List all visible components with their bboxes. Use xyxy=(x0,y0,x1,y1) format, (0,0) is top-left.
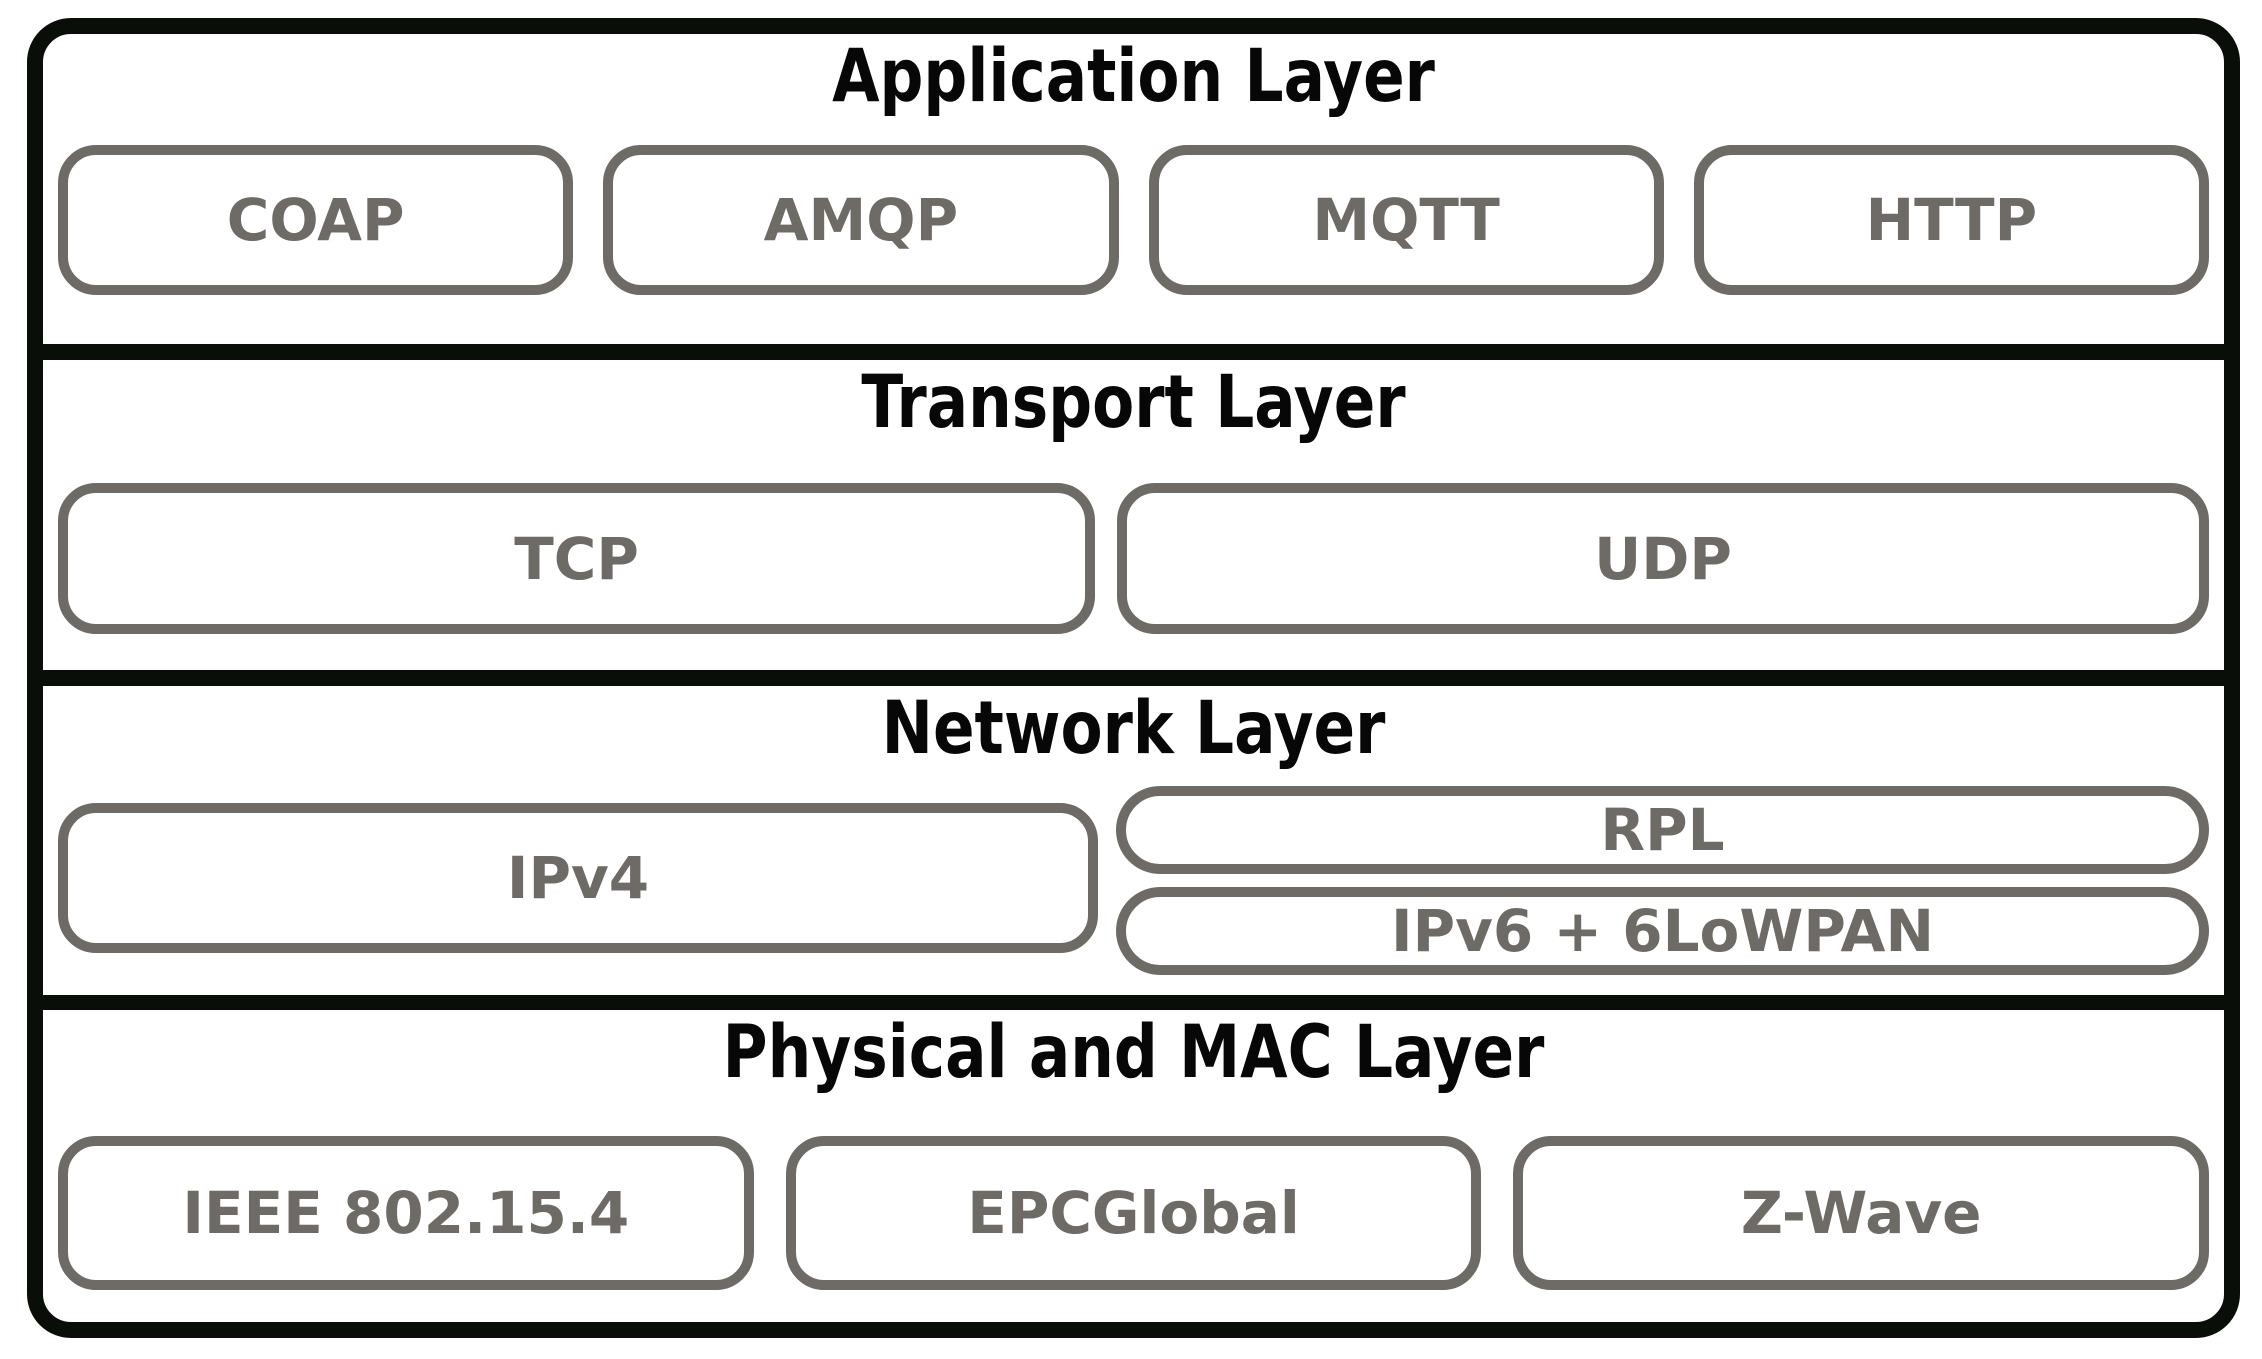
layer-band-network: Network Layer IPv4 RPL IPv6 + 6LoWPAN xyxy=(43,686,2224,995)
physical-protocol-row: IEEE 802.15.4 EPCGlobal Z-Wave xyxy=(58,1136,2210,1290)
protocol-label-amqp: AMQP xyxy=(763,186,959,254)
protocol-label-z-wave: Z-Wave xyxy=(1740,1179,1982,1247)
layer-band-application: Application Layer COAP AMQP MQTT HTTP xyxy=(43,34,2224,344)
protocol-box-z-wave: Z-Wave xyxy=(1513,1136,2210,1290)
layer-title-physical: Physical and MAC Layer xyxy=(722,1010,1545,1095)
layer-title-transport: Transport Layer xyxy=(861,360,1406,445)
protocol-box-rpl: RPL xyxy=(1116,786,2209,874)
protocol-label-ieee-802-15-4: IEEE 802.15.4 xyxy=(182,1179,630,1247)
protocol-box-tcp: TCP xyxy=(58,483,1096,634)
protocol-label-http: HTTP xyxy=(1865,186,2038,254)
protocol-box-epcglobal: EPCGlobal xyxy=(785,1136,1482,1290)
protocol-box-ipv4: IPv4 xyxy=(58,802,1098,953)
protocol-box-amqp: AMQP xyxy=(603,145,1119,295)
network-protocol-row: IPv4 RPL IPv6 + 6LoWPAN xyxy=(58,786,2209,975)
protocol-box-mqtt: MQTT xyxy=(1148,145,1664,295)
protocol-label-tcp: TCP xyxy=(514,524,639,593)
protocol-label-mqtt: MQTT xyxy=(1312,186,1500,254)
protocol-label-ipv4: IPv4 xyxy=(506,843,650,912)
protocol-box-ipv6-6lowpan: IPv6 + 6LoWPAN xyxy=(1116,887,2209,975)
protocol-label-epcglobal: EPCGlobal xyxy=(967,1179,1300,1247)
layer-divider-1 xyxy=(43,344,2224,360)
protocol-label-ipv6-6lowpan: IPv6 + 6LoWPAN xyxy=(1391,897,1934,965)
layer-title-network: Network Layer xyxy=(881,686,1386,771)
layer-title-application: Application Layer xyxy=(832,34,1435,119)
layer-band-transport: Transport Layer TCP UDP xyxy=(43,360,2224,670)
stack-frame: Application Layer COAP AMQP MQTT HTTP Tr… xyxy=(27,18,2240,1338)
protocol-box-udp: UDP xyxy=(1117,483,2209,634)
layer-divider-2 xyxy=(43,670,2224,686)
transport-protocol-row: TCP UDP xyxy=(58,483,2209,634)
layer-divider-3 xyxy=(43,995,2224,1010)
protocol-label-rpl: RPL xyxy=(1600,796,1725,864)
protocol-label-coap: COAP xyxy=(226,186,405,254)
protocol-label-udp: UDP xyxy=(1594,524,1732,593)
network-right-column: RPL IPv6 + 6LoWPAN xyxy=(1116,786,2209,975)
application-protocol-row: COAP AMQP MQTT HTTP xyxy=(58,145,2209,295)
protocol-box-coap: COAP xyxy=(58,145,574,295)
protocol-box-ieee-802-15-4: IEEE 802.15.4 xyxy=(58,1136,754,1290)
protocol-box-http: HTTP xyxy=(1693,145,2209,295)
layer-band-physical: Physical and MAC Layer IEEE 802.15.4 EPC… xyxy=(43,1010,2224,1322)
